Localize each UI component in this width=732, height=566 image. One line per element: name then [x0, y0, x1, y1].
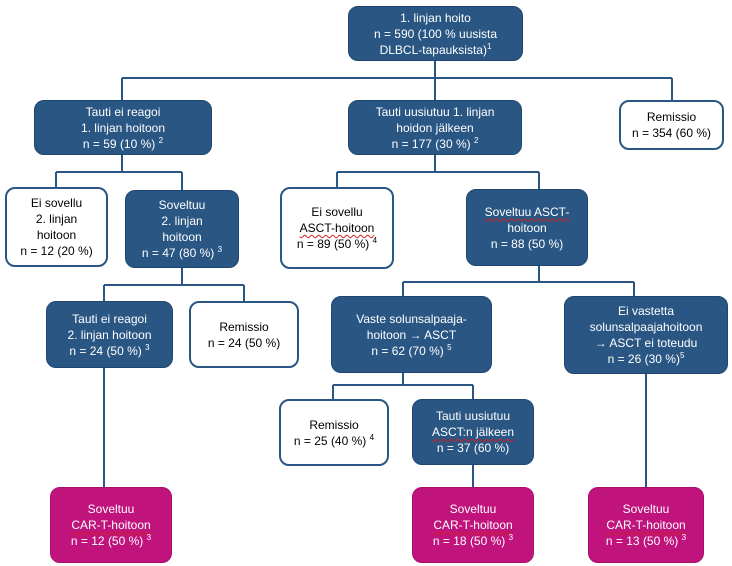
node-remission-second-line: Remissio n = 24 (50 %) — [189, 301, 299, 368]
node-text-line: 1. linjan hoitoon — [80, 120, 166, 135]
node-text-line: n = 18 (50 %) — [432, 534, 506, 548]
node-text-line: hoitoon — [507, 220, 547, 235]
node-eligible-second-line: Soveltuu 2. linjan hoitoon n = 47 (80 %)… — [125, 190, 239, 268]
node-text-line: n = 177 (30 %) — [391, 136, 471, 151]
footnote-ref: 1 — [486, 41, 492, 51]
node-text-line: n = 47 (80 %) — [141, 246, 215, 260]
node-text-line: Soveltuu — [622, 502, 670, 516]
node-not-eligible-asct: Ei sovellu ASCT-hoitoon n = 89 (50 %) 4 — [280, 187, 394, 269]
node-text-line: hoitoon — [162, 230, 202, 244]
node-first-line-treatment: 1. linjan hoito n = 590 (100 % uusista D… — [348, 6, 523, 61]
node-text-line: n = 89 (50 %) — [296, 237, 370, 251]
node-text-line: Tauti ei reagoi — [85, 104, 161, 119]
node-eligible-asct: Soveltuu ASCT- hoitoon n = 88 (50 %) — [466, 189, 588, 266]
node-text-line: Vaste solunsalpaaja- — [356, 311, 467, 326]
node-text-line: 1. linjan hoito — [400, 10, 471, 25]
node-text-line: Soveltuu — [158, 198, 206, 212]
footnote-ref: 5 — [447, 342, 452, 352]
node-text-line: Ei sovellu — [30, 196, 83, 210]
node-car-t-eligible-middle: Soveltuu CAR-T-hoitoon n = 18 (50 %) 3 — [412, 487, 534, 563]
node-car-t-eligible-left: Soveltuu CAR-T-hoitoon n = 12 (50 %) 3 — [50, 487, 172, 563]
node-text-line: Tauti ei reagoi — [72, 311, 147, 326]
node-text-line: Ei sovellu — [311, 205, 363, 219]
node-text-line: n = 12 (50 %) — [70, 534, 144, 548]
node-text-line: Soveltuu — [449, 502, 497, 516]
footnote-ref: 4 — [372, 236, 378, 245]
node-text-line: Ei vastetta — [617, 304, 675, 318]
node-text-line: n = 13 (50 %) — [605, 534, 679, 548]
node-text-line: Soveltuu — [87, 502, 135, 516]
node-text-line: DLBCL-tapauksista) — [379, 42, 487, 57]
node-remission-after-asct: Remissio n = 25 (40 %) 4 — [279, 399, 389, 466]
footnote-ref: 3 — [508, 533, 514, 542]
node-text-line: Remissio — [309, 417, 359, 432]
node-text-line: n = 24 (50 %) — [69, 343, 142, 358]
node-text-line: solunsalpaajahoitoon — [589, 320, 703, 334]
node-text-line: Remissio — [219, 319, 269, 334]
node-text-line: Tauti uusiutuu 1. linjan — [375, 104, 495, 119]
node-text-line: → ASCT ei toteudu — [594, 336, 698, 350]
node-text-line: n = 59 (10 %) — [82, 136, 156, 151]
node-text-line: CAR-T-hoitoon — [606, 518, 686, 532]
node-text-line: CAR-T-hoitoon — [71, 518, 151, 532]
node-text-line: n = 25 (40 %) — [293, 433, 367, 448]
footnote-ref: 3 — [146, 533, 152, 542]
node-text-line: CAR-T-hoitoon — [433, 518, 513, 532]
node-remission-first-line: Remissio n = 354 (60 %) — [619, 100, 724, 150]
footnote-ref: 2 — [473, 135, 479, 145]
footnote-ref: 3 — [145, 342, 150, 352]
node-no-response-salvage-chemo: Ei vastetta solunsalpaajahoitoon → ASCT … — [564, 296, 728, 374]
footnote-ref: 3 — [217, 245, 223, 254]
node-text-line: n = 12 (20 %) — [20, 244, 93, 258]
node-not-eligible-second-line: Ei sovellu 2. linjan hoitoon n = 12 (20 … — [5, 187, 108, 267]
node-car-t-eligible-right: Soveltuu CAR-T-hoitoon n = 13 (50 %) 3 — [588, 487, 704, 563]
footnote-ref: 3 — [681, 533, 687, 542]
node-text-line: n = 24 (50 %) — [207, 335, 281, 350]
node-text-line: 2. linjan — [161, 214, 203, 228]
node-text-line: ASCT-hoitoon — [299, 221, 375, 235]
node-text-line: n = 62 (70 %) — [371, 343, 444, 358]
footnote-ref: 5 — [679, 351, 685, 360]
node-text-line: hoidon jälkeen — [396, 120, 474, 135]
node-text-line: 2. linjan hoitoon — [67, 327, 152, 342]
footnote-ref: 4 — [369, 432, 375, 442]
node-text-line: n = 88 (50 %) — [490, 236, 564, 251]
footnote-ref: 2 — [158, 135, 164, 145]
node-text-line: 2. linjan — [35, 212, 78, 226]
node-text-line: n = 37 (60 %) — [436, 441, 510, 455]
node-text-line: hoitoon — [36, 228, 77, 242]
node-text-line: n = 354 (60 %) — [631, 126, 712, 140]
node-text-line: n = 26 (30 %) — [607, 352, 680, 366]
node-no-response-first-line: Tauti ei reagoi 1. linjan hoitoon n = 59… — [34, 100, 212, 155]
node-text-line: Soveltuu ASCT- — [484, 204, 570, 219]
node-text-line: n = 590 (100 % uusista — [373, 26, 498, 41]
node-relapse-after-first-line: Tauti uusiutuu 1. linjan hoidon jälkeen … — [348, 100, 522, 155]
node-relapse-after-asct: Tauti uusiutuu ASCT:n jälkeen n = 37 (60… — [412, 399, 534, 465]
node-no-response-second-line: Tauti ei reagoi 2. linjan hoitoon n = 24… — [46, 301, 173, 368]
node-text-line: Tauti uusiutuu — [435, 409, 511, 423]
node-text-line: Remissio — [646, 110, 697, 124]
node-text-line: hoitoon → ASCT — [366, 327, 457, 342]
node-response-salvage-chemo: Vaste solunsalpaaja- hoitoon → ASCT n = … — [331, 296, 492, 373]
node-text-line: ASCT:n jälkeen — [431, 425, 515, 439]
